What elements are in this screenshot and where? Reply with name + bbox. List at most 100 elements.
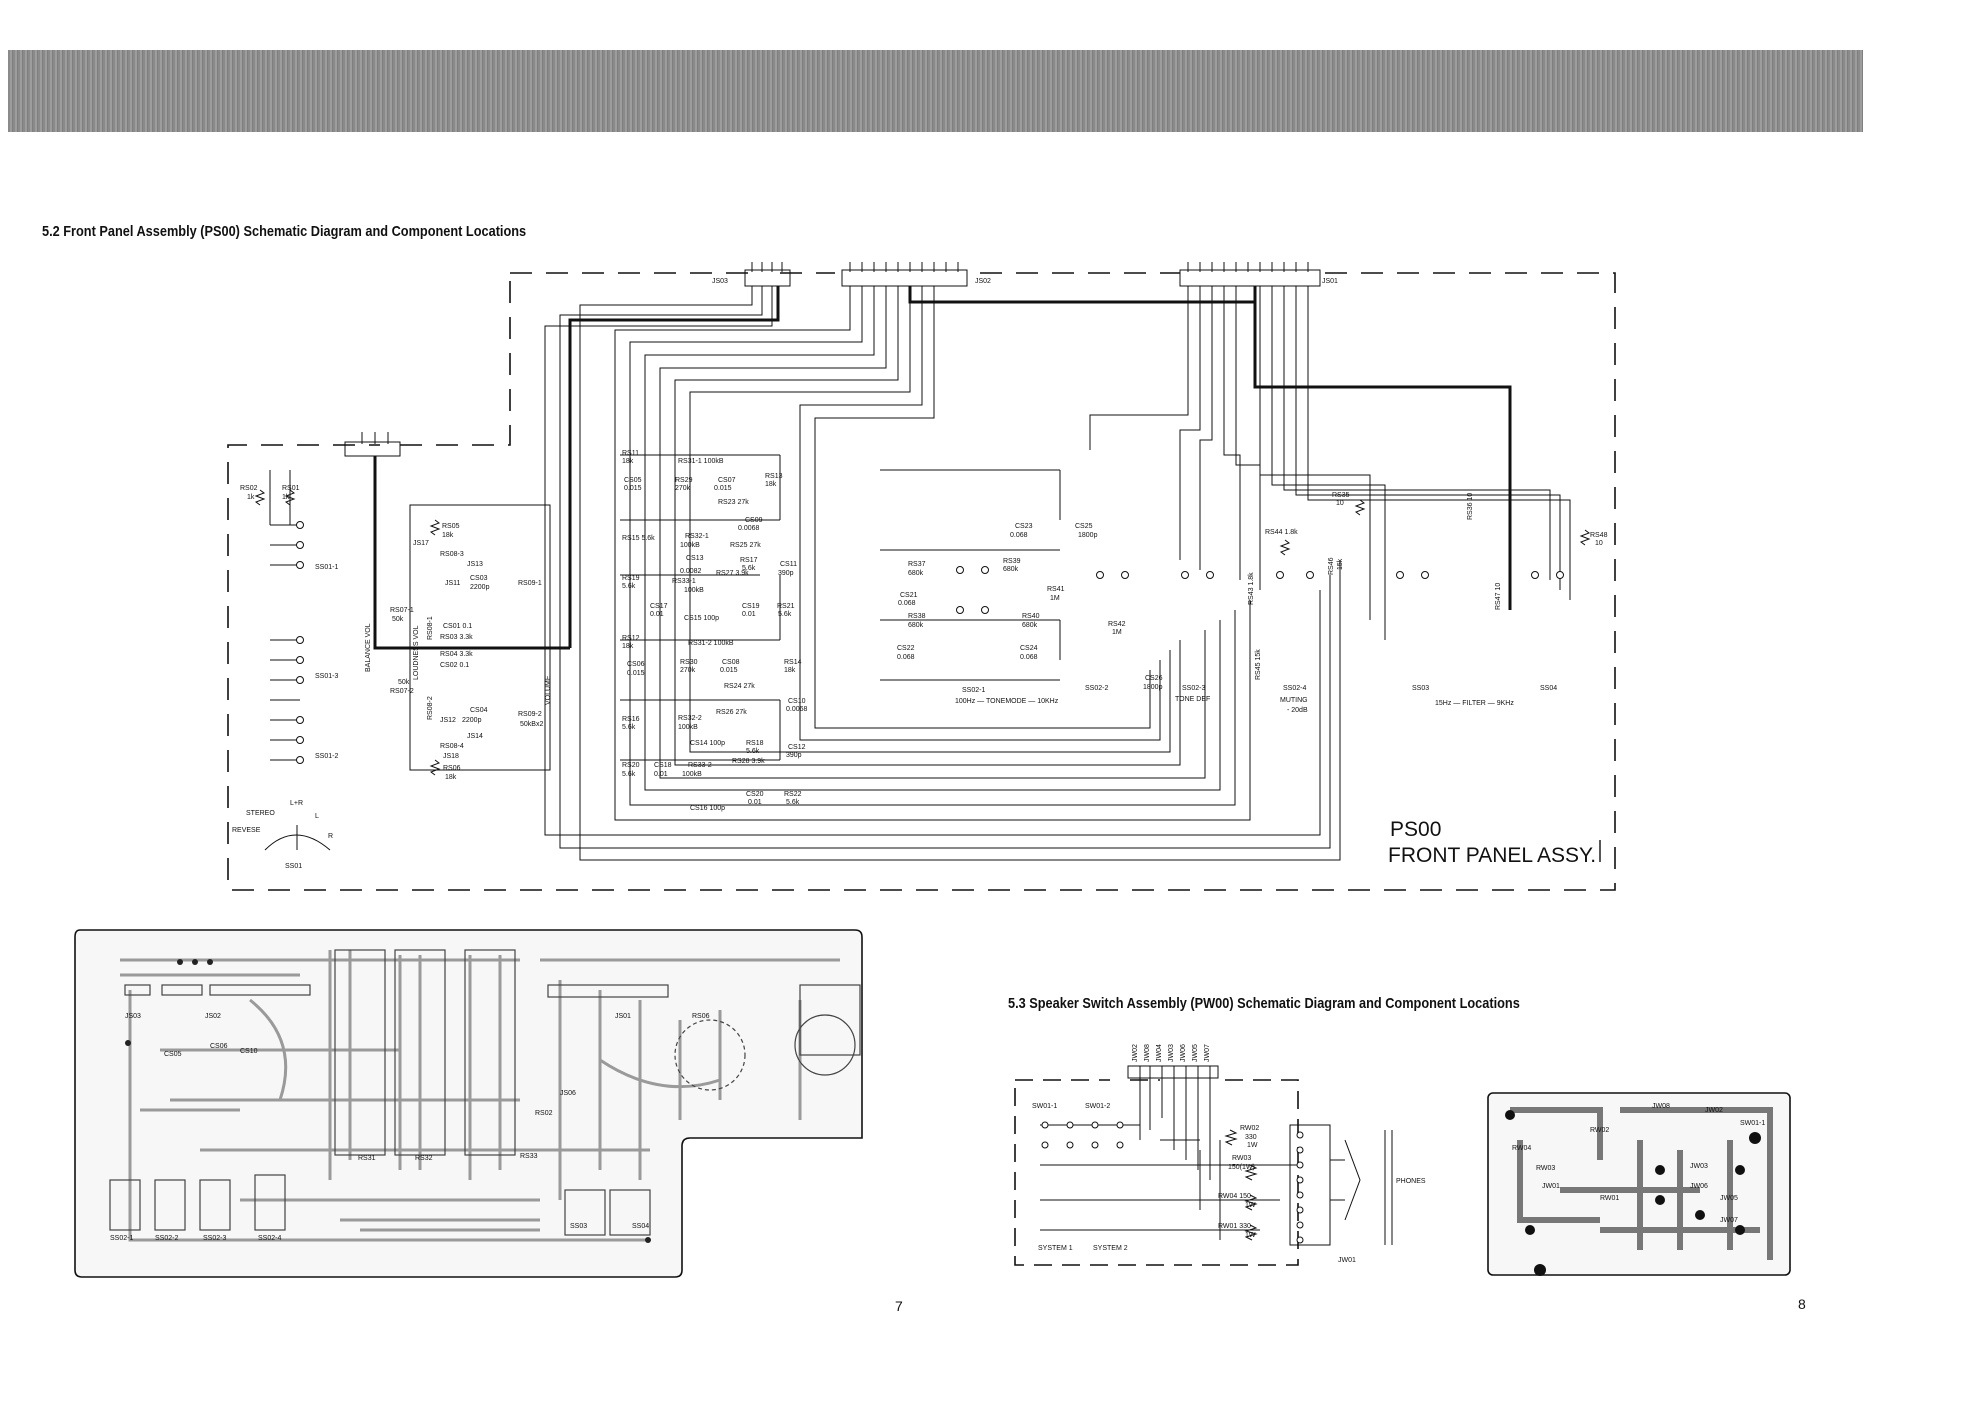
label-rs48-val: 10: [1595, 540, 1603, 547]
label-cs12-val: 390p: [786, 752, 802, 759]
label-cs11: CS11: [780, 561, 797, 568]
label-cs07: CS07: [718, 477, 736, 484]
label-cs04-val: 2200p: [462, 717, 482, 724]
label-rs30-val: 270k: [680, 667, 696, 674]
label-volume: VOLUME: [545, 675, 552, 705]
label-balance-vol: BALANCE VOL: [365, 623, 372, 672]
label-rs14: RS14: [784, 659, 802, 666]
label-rs05-val: 18k: [442, 532, 454, 539]
label-ss01: SS01: [285, 863, 302, 870]
label-rs31-2: RS31-2 100kB: [688, 640, 734, 647]
label-cs24: CS24: [1020, 645, 1038, 652]
label-rs33-2: RS33-2: [688, 762, 712, 769]
meter-arc: [264, 834, 331, 851]
label-rs06-val: 18k: [445, 774, 457, 781]
label-cs22: CS22: [897, 645, 915, 652]
label-rs19: RS19: [622, 575, 640, 582]
label-cs19-val: 0.01: [742, 611, 756, 618]
label-cs26: CS26: [1145, 675, 1163, 682]
label-ss02-4: SS02-4: [1283, 685, 1306, 692]
section-53-title: 5.3 Speaker Switch Assembly (PW00) Schem…: [1008, 995, 1520, 1012]
switch-contacts: [296, 521, 1564, 764]
label-rs09-val: 50kBx2: [520, 721, 543, 728]
label-rs06: RS06: [443, 765, 461, 772]
label-rs47: RS47 10: [1495, 583, 1502, 610]
connector-js03: [744, 269, 791, 287]
label-rs31-1: RS31-1 100kB: [678, 458, 724, 465]
label-cs17: CS17: [650, 603, 668, 610]
label-cs22-val: 0.068: [897, 654, 915, 661]
assembly-boundary-dashed: [227, 272, 1616, 891]
label-rs32-2-val: 100kB: [678, 724, 698, 731]
label-rs18: RS18: [746, 740, 764, 747]
label-cs15: CS15 100p: [684, 615, 719, 622]
label-rs43: RS43 1.8k: [1248, 572, 1255, 605]
label-rs08-1: RS08-1: [427, 616, 434, 640]
label-rs45: RS45 15k: [1255, 649, 1262, 680]
label-cs23: CS23: [1015, 523, 1033, 530]
label-rs23: RS23 27k: [718, 499, 749, 506]
resistor-symbols: [254, 489, 1591, 776]
label-rs22-val: 5.6k: [786, 799, 800, 806]
label-rs18-val: 5.6k: [746, 748, 760, 755]
label-js12: JS12: [440, 717, 456, 724]
label-rs21-val: 5.6k: [778, 611, 792, 618]
label-filter: 15Hz — FILTER — 9KHz: [1435, 700, 1514, 707]
label-rs26: RS26 27k: [716, 709, 747, 716]
label-ss02-1: SS02-1: [962, 687, 985, 694]
label-tone-def: TONE DEF: [1175, 696, 1210, 703]
label-cs18: CS18: [654, 762, 672, 769]
label-rs40: RS40: [1022, 613, 1040, 620]
label-rs37-val: 680k: [908, 570, 924, 577]
label-rs07-1: RS07-1: [390, 607, 414, 614]
label-rs36: RS36 10: [1467, 493, 1474, 520]
label-ss02-3: SS02-3: [1182, 685, 1205, 692]
label-rs33-2-val: 100kB: [682, 771, 702, 778]
label-rs17-val: 5.6k: [742, 565, 756, 572]
label-js14: JS14: [467, 733, 483, 740]
label-rs22: RS22: [784, 791, 802, 798]
loudness-block: [409, 504, 551, 771]
label-rs09-1: RS09-1: [518, 580, 542, 587]
label-ss01-2: SS01-2: [315, 753, 338, 760]
label-cs21: CS21: [900, 592, 918, 599]
label-cs06: CS06: [627, 661, 645, 668]
label-rs20: RS20: [622, 762, 640, 769]
label-ss01-3: SS01-3: [315, 673, 338, 680]
label-rs37: RS37: [908, 561, 926, 568]
label-cs04: CS04: [470, 707, 488, 714]
label-cs09: CS09: [745, 517, 763, 524]
label-cs05-val: 0.015: [624, 485, 642, 492]
label-rs32-1-val: 100kB: [680, 542, 700, 549]
label-lr: L+R: [290, 800, 303, 807]
label-cs14: CS14 100p: [690, 740, 725, 747]
label-ss02-2: SS02-2: [1085, 685, 1108, 692]
label-rs35-val: 10: [1336, 500, 1344, 507]
label-rs11-val: 18k: [622, 458, 634, 465]
label-rs19-val: 5.6k: [622, 583, 636, 590]
label-ss01-1: SS01-1: [315, 564, 338, 571]
label-cs08: CS08: [722, 659, 740, 666]
label-js18: JS18: [443, 753, 459, 760]
label-rs32-1: RS32-1: [685, 533, 709, 540]
label-rs25: RS25 27k: [730, 542, 761, 549]
label-rs42: RS42: [1108, 621, 1126, 628]
label-ss03: SS03: [1412, 685, 1429, 692]
connector-left-top: [344, 441, 401, 457]
label-muting-db: - 20dB: [1287, 707, 1308, 714]
label-rs08-2: RS08-2: [427, 696, 434, 720]
label-rs05: RS05: [442, 523, 460, 530]
ground-bus: [373, 286, 1512, 650]
label-rs01-val: 1k: [282, 494, 290, 501]
label-cs21-val: 0.068: [898, 600, 916, 607]
label-rs17: RS17: [740, 557, 758, 564]
label-cs16: CS16 100p: [690, 805, 725, 812]
label-cs11-val: 390p: [778, 570, 794, 577]
label-cs20-val: 0.01: [748, 799, 762, 806]
label-rs32-2: RS32-2: [678, 715, 702, 722]
label-rs15: RS15 5.6k: [622, 535, 655, 542]
connector-js02: [841, 269, 968, 287]
label-js03: JS03: [712, 278, 728, 285]
label-loudness-vol: LOUDNESS VOL: [413, 625, 420, 680]
